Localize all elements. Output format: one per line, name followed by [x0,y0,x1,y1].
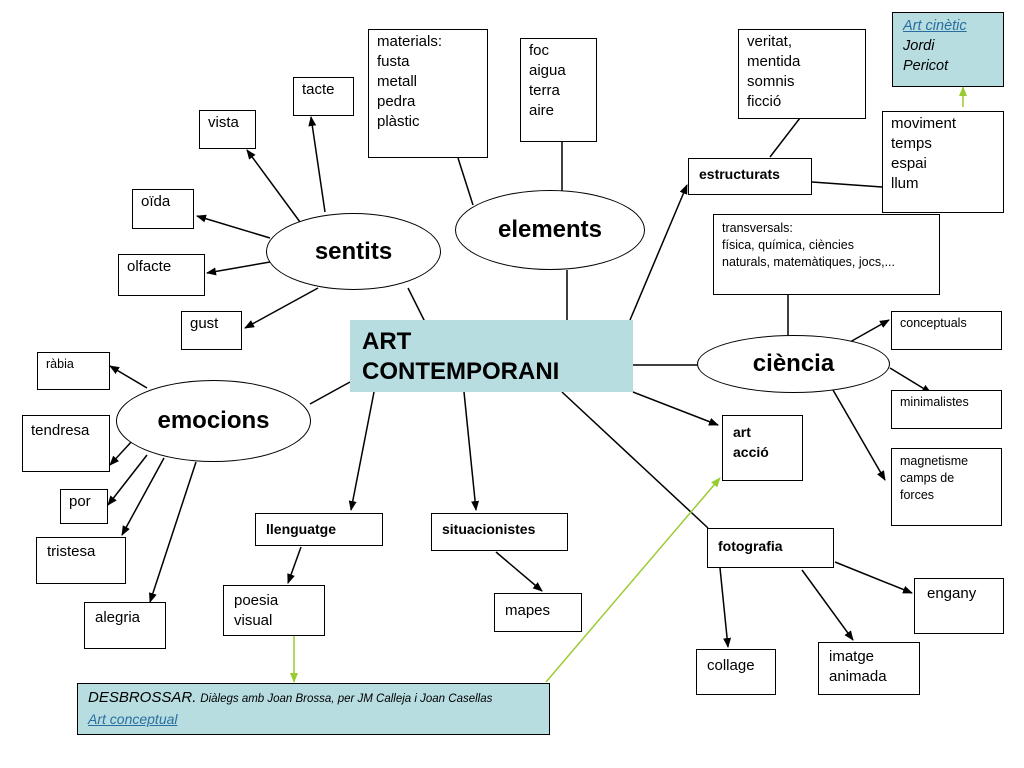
node-fotografia: fotografia [707,528,834,568]
magnetisme-line: camps de [900,471,955,485]
fotografia-label: fotografia [718,538,783,554]
moviment-line: espai [891,155,927,172]
node-estructurats: estructurats [688,158,812,195]
llenguatge-label: llenguatge [266,521,337,537]
node-engany: engany [914,578,1004,634]
node-art-accio: art acció [722,415,803,481]
art-cinetic-link[interactable]: Art cinètic [903,18,967,34]
node-desbrossar[interactable]: DESBROSSAR. Diàlegs amb Joan Brossa, per… [77,683,550,735]
veritat-line: veritat, [747,33,793,50]
art-accio-line: art [733,424,751,440]
four-elements-line: terra [529,82,560,99]
node-poesia-visual: poesia visual [223,585,325,636]
node-gust-label: gust [190,315,219,332]
minimalistes-label: minimalistes [900,395,969,409]
node-oida-label: oïda [141,193,171,210]
veritat-line: ficció [747,93,782,110]
node-four-elements: foc aigua terra aire [520,38,597,142]
node-tacte-label: tacte [302,81,335,98]
node-art-cinetic[interactable]: Art cinètic Jordi Pericot [892,12,1004,87]
central-topic-line2: CONTEMPORANI [362,358,560,385]
poesia-line: visual [234,612,273,629]
hub-elements-label: elements [497,216,603,243]
node-tendresa: tendresa [22,415,110,472]
central-topic-line1: ART [362,328,412,355]
node-olfacte-label: olfacte [127,258,172,275]
art-conceptual-link[interactable]: Art conceptual [88,711,178,727]
hub-emocions-label: emocions [157,407,270,434]
transversals-line: naturals, matemàtiques, jocs,... [722,255,895,269]
materials-line: fusta [377,53,410,70]
veritat-line: mentida [747,53,801,70]
materials-line: metall [377,73,418,90]
node-materials: materials: fusta metall pedra plàstic [368,29,488,158]
art-cinetic-author: Pericot [903,58,949,74]
hub-elements: elements [455,190,645,270]
node-gust: gust [181,311,242,350]
collage-label: collage [707,657,755,674]
imatge-line: imatge [829,648,875,665]
engany-label: engany [927,585,977,602]
hub-ciencia-label: ciència [752,350,835,377]
node-magnetisme: magnetisme camps de forces [891,448,1002,526]
moviment-line: temps [891,135,932,152]
node-tacte: tacte [293,77,354,116]
materials-line: pedra [377,93,416,110]
situacionistes-label: situacionistes [442,521,536,537]
node-vista: vista [199,110,256,149]
hub-sentits-label: sentits [314,237,393,265]
node-minimalistes: minimalistes [891,390,1002,429]
node-transversals: transversals: física, química, ciències … [713,214,940,295]
transversals-line: física, química, ciències [722,238,854,252]
mapes-label: mapes [505,602,551,619]
imatge-line: animada [829,668,887,685]
node-mapes: mapes [494,593,582,632]
node-tristesa: tristesa [36,537,126,584]
materials-line: materials: [377,33,443,50]
node-llenguatge: llenguatge [255,513,383,546]
node-imatge-animada: imatge animada [818,642,920,695]
rabia-label: ràbia [46,357,74,371]
four-elements-line: aire [529,102,555,119]
node-collage: collage [696,649,776,695]
node-olfacte: olfacte [118,254,205,296]
por-label: por [69,493,91,510]
desbrossar-title: DESBROSSAR. [88,689,197,706]
materials-line: plàstic [377,113,420,130]
hub-sentits: sentits [266,213,441,290]
node-rabia: ràbia [37,352,110,390]
magnetisme-line: forces [900,488,935,502]
node-moviment: moviment temps espai llum [882,111,1004,213]
moviment-line: llum [891,175,919,192]
node-por: por [60,489,108,524]
tristesa-label: tristesa [47,543,96,560]
magnetisme-line: magnetisme [900,454,969,468]
node-veritat: veritat, mentida somnis ficció [738,29,866,119]
hub-ciencia: ciència [697,335,890,393]
node-alegria: alegria [84,602,166,649]
art-cinetic-author: Jordi [903,38,935,54]
node-oida: oïda [132,189,194,229]
transversals-line: transversals: [722,221,793,235]
veritat-line: somnis [747,73,795,90]
node-conceptuals: conceptuals [891,311,1002,350]
alegria-label: alegria [95,609,141,626]
central-topic: ART CONTEMPORANI [350,320,633,392]
four-elements-line: aigua [529,62,566,79]
desbrossar-subtitle: Diàlegs amb Joan Brossa, per JM Calleja … [200,693,493,705]
conceptuals-label: conceptuals [900,316,967,330]
hub-emocions: emocions [116,380,311,462]
node-situacionistes: situacionistes [431,513,568,551]
node-vista-label: vista [208,114,239,131]
estructurats-label: estructurats [699,166,780,182]
art-accio-line: acció [733,444,769,460]
four-elements-line: foc [529,42,550,59]
moviment-line: moviment [891,115,957,132]
poesia-line: poesia [234,592,279,609]
tendresa-label: tendresa [31,422,90,439]
